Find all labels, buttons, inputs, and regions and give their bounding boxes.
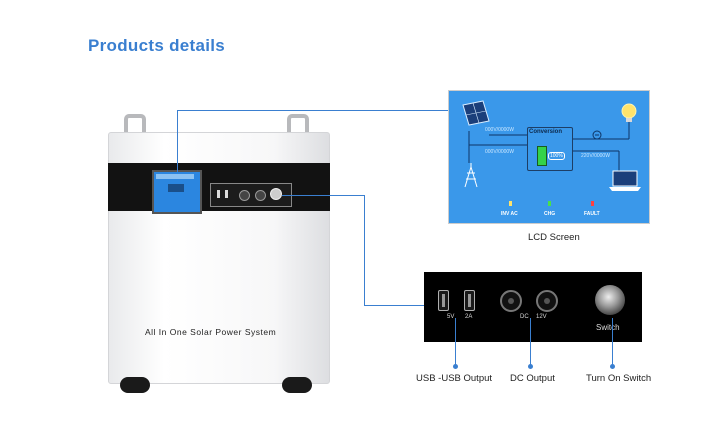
lcd-connector-vertical (177, 110, 178, 172)
chg-label: CHG (544, 211, 556, 217)
usb-callout-line (455, 318, 456, 366)
dc-callout-line (530, 318, 531, 366)
product-label: All In One Solar Power System (145, 327, 277, 337)
dc-output-caption: DC Output (510, 373, 555, 384)
laptop-icon (609, 170, 641, 191)
panel-connector-end (364, 305, 424, 306)
usb-callout-dot (453, 364, 458, 369)
inv-ac-indicator (509, 201, 512, 206)
battery-percent: 100% (548, 152, 565, 160)
battery-icon (537, 146, 547, 166)
switch-callout-dot (610, 364, 615, 369)
panel-connector-vertical (364, 195, 365, 305)
dc-callout-dot (528, 364, 533, 369)
fault-label: FAULT (584, 211, 600, 217)
unit-power-switch[interactable] (270, 188, 282, 200)
unit-lcd-display (152, 170, 202, 214)
panel-connector-horizontal (282, 195, 364, 196)
lcd-screen-diagram: 000V/0000W 000V/0000W 220V/0000W INV AC … (448, 90, 650, 224)
usb-rating-amp: 2A (465, 314, 473, 320)
lcd-reading-mid: 000V/0000W (485, 149, 514, 155)
lightbulb-icon (621, 103, 637, 122)
switch-label: Switch (596, 323, 620, 332)
right-handle (287, 114, 309, 133)
page-title: Products details (88, 36, 226, 55)
conversion-box (527, 127, 573, 171)
lcd-reading-top: 000V/0000W (485, 127, 514, 133)
inv-ac-label: INV AC (501, 211, 518, 217)
lcd-caption: LCD Screen (528, 232, 580, 243)
lcd-connector-horizontal (177, 110, 448, 111)
dc-port-1[interactable] (500, 290, 522, 312)
lcd-reading-right: 220V/0000W (581, 153, 610, 159)
left-handle (124, 114, 146, 133)
power-tower-icon (464, 163, 478, 188)
conversion-label: Conversion (529, 129, 563, 135)
left-wheel (120, 377, 150, 393)
chg-indicator (548, 201, 551, 206)
usb-rating-volt: 5V (447, 314, 455, 320)
switch-caption: Turn On Switch (586, 373, 652, 384)
usb-port-1[interactable] (438, 290, 449, 311)
dc-rating-volt: 12V (536, 314, 547, 320)
usb-output-caption: USB -USB Output (416, 373, 493, 384)
power-switch-button[interactable] (595, 285, 625, 315)
fault-indicator (591, 201, 594, 206)
switch-callout-line (612, 318, 613, 366)
dc-rating-type: DC (520, 314, 529, 320)
solar-panel-icon (462, 100, 490, 126)
usb-port-2[interactable] (464, 290, 475, 311)
dc-port-2[interactable] (536, 290, 558, 312)
lcd-diagram-drawing (462, 100, 641, 191)
right-wheel (282, 377, 312, 393)
